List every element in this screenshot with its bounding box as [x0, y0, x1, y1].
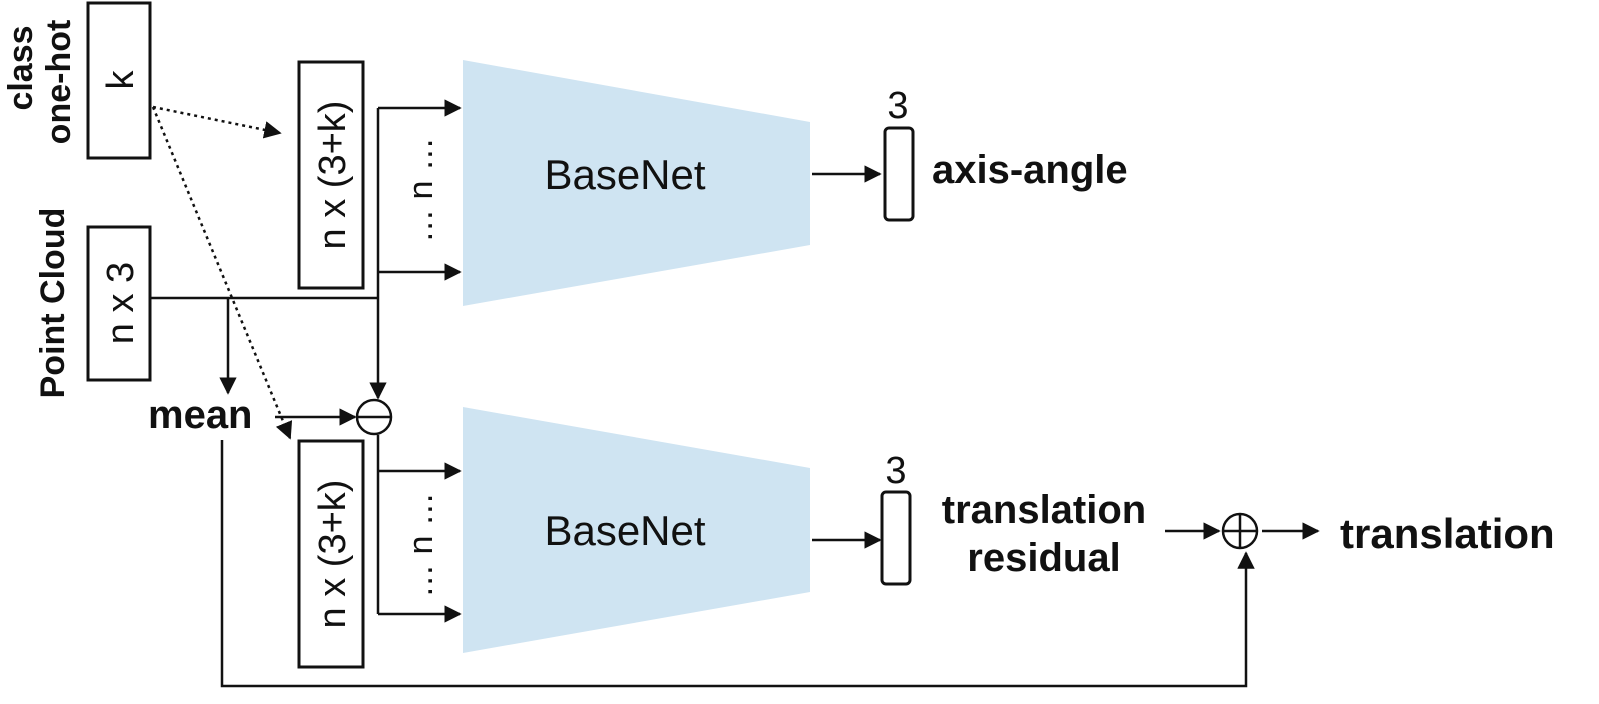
connection-lines	[150, 99, 1320, 688]
bottom-input-box	[297, 439, 365, 669]
axis-angle-label: axis-angle	[932, 148, 1128, 192]
translation-residual-label-line2: residual	[967, 536, 1120, 580]
bottom-basenet	[463, 407, 810, 653]
top-dots-text: … n …	[402, 137, 440, 243]
point-cloud-label: Point Cloud	[34, 208, 72, 399]
top-input-box-text: n x (3+k)	[312, 101, 354, 250]
class-onehot-label: class one-hot	[2, 20, 78, 145]
point-cloud-box	[86, 225, 152, 382]
bottom-input-box-text: n x (3+k)	[312, 480, 354, 629]
point-cloud-box-text: n x 3	[100, 262, 142, 344]
class-onehot-box	[86, 1, 152, 160]
top-basenet	[463, 60, 810, 306]
svg-text:one-hot: one-hot	[40, 20, 78, 145]
translation-residual-label-line1: translation	[942, 488, 1146, 532]
top-output-dim: 3	[887, 85, 908, 127]
bottom-dots-text: … n …	[402, 492, 440, 598]
top-output-vector	[883, 126, 915, 222]
add-operator	[1221, 512, 1259, 550]
top-basenet-label: BaseNet	[544, 151, 705, 198]
subtract-operator	[355, 398, 393, 436]
bottom-output-vector	[880, 490, 912, 586]
class-onehot-box-text: k	[100, 70, 142, 90]
mean-label: mean	[148, 393, 253, 437]
svg-text:class: class	[2, 25, 40, 110]
top-input-box	[297, 60, 365, 290]
translation-output-label: translation	[1340, 510, 1555, 557]
bottom-output-dim: 3	[885, 450, 906, 492]
bottom-basenet-label: BaseNet	[544, 507, 705, 554]
